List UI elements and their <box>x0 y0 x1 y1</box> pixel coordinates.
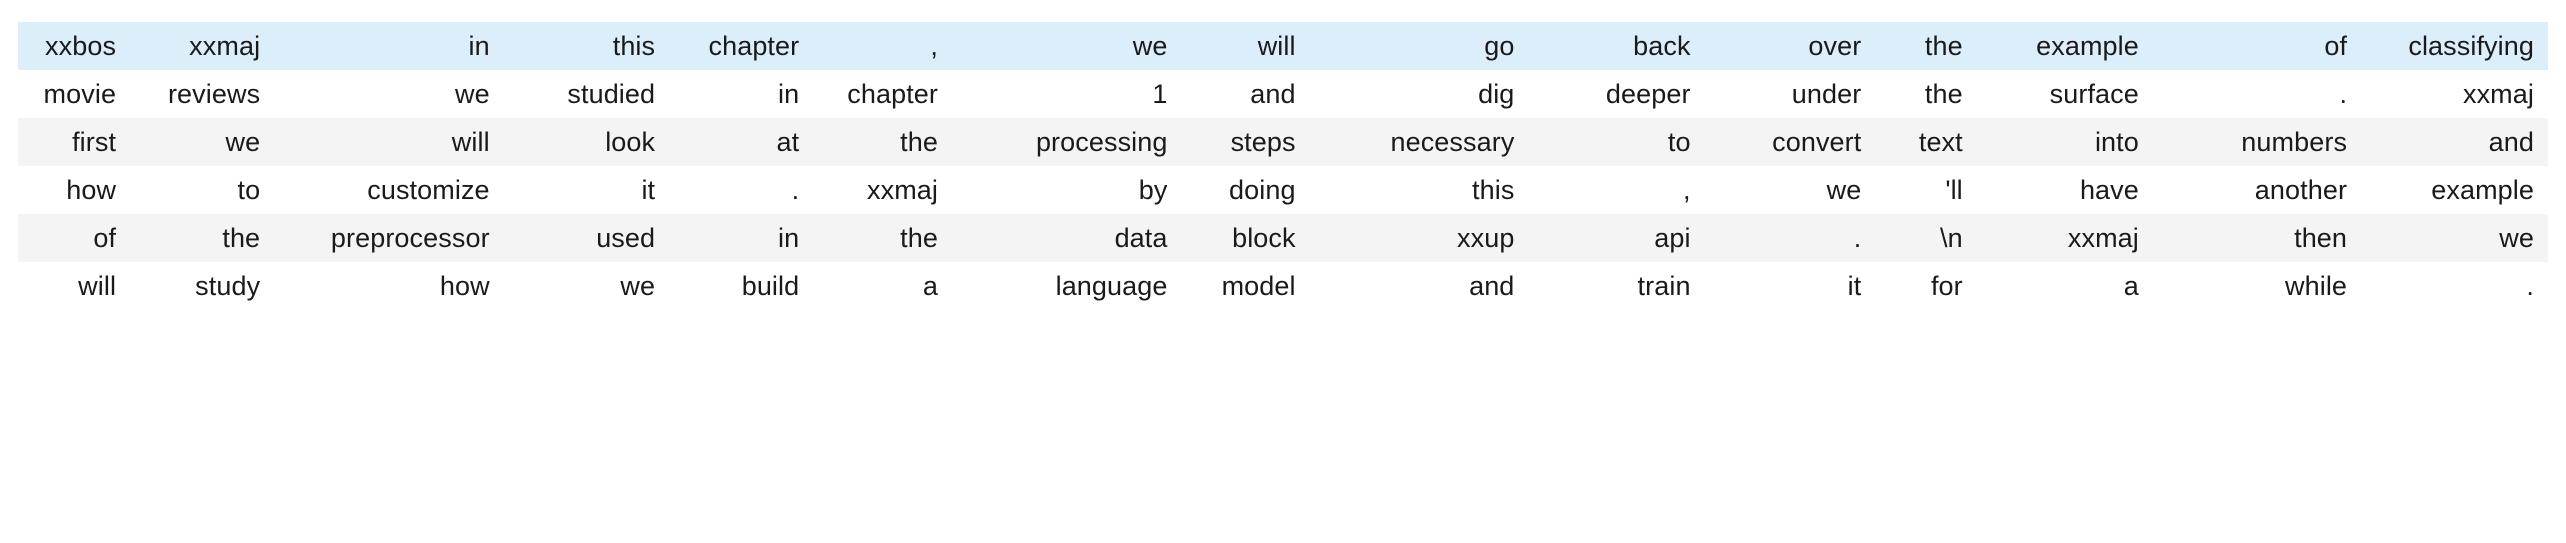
token-cell: the <box>813 118 953 166</box>
token-cell: back <box>1528 22 1705 70</box>
token-cell: movie <box>18 70 131 118</box>
token-cell: will <box>18 262 131 310</box>
token-cell: it <box>503 166 670 214</box>
token-cell: the <box>813 214 953 262</box>
token-cell: under <box>1704 70 1876 118</box>
token-cell: surface <box>1976 70 2153 118</box>
token-cell: then <box>2152 214 2362 262</box>
token-cell: another <box>2152 166 2362 214</box>
token-cell: we <box>274 70 504 118</box>
token-cell: build <box>669 262 814 310</box>
token-cell: example <box>2361 166 2548 214</box>
token-cell: the <box>1875 22 1977 70</box>
token-cell: in <box>669 214 814 262</box>
token-cell: we <box>1704 166 1876 214</box>
token-cell: at <box>669 118 814 166</box>
token-cell: in <box>669 70 814 118</box>
token-cell: we <box>130 118 275 166</box>
token-cell: go <box>1309 22 1529 70</box>
token-cell: we <box>503 262 670 310</box>
token-cell: this <box>503 22 670 70</box>
token-cell: steps <box>1181 118 1310 166</box>
token-cell: xxup <box>1309 214 1529 262</box>
token-cell: of <box>2152 22 2362 70</box>
token-cell: by <box>952 166 1182 214</box>
token-cell: chapter <box>669 22 814 70</box>
token-cell: in <box>274 22 504 70</box>
token-cell: xxmaj <box>2361 70 2548 118</box>
token-cell: how <box>18 166 131 214</box>
token-cell: . <box>669 166 814 214</box>
token-cell: the <box>1875 70 1977 118</box>
token-cell: doing <box>1181 166 1310 214</box>
token-cell: . <box>1704 214 1876 262</box>
token-cell: we <box>952 22 1182 70</box>
token-cell: text <box>1875 118 1977 166</box>
token-cell: xxmaj <box>813 166 953 214</box>
token-cell: reviews <box>130 70 275 118</box>
token-cell: train <box>1528 262 1705 310</box>
token-cell: and <box>1181 70 1310 118</box>
token-cell: dig <box>1309 70 1529 118</box>
token-cell: language <box>952 262 1182 310</box>
token-cell: , <box>813 22 953 70</box>
token-cell: convert <box>1704 118 1876 166</box>
token-cell: data <box>952 214 1182 262</box>
token-cell: . <box>2361 262 2548 310</box>
token-cell: how <box>274 262 504 310</box>
token-cell: will <box>1181 22 1310 70</box>
token-cell: of <box>18 214 131 262</box>
token-cell: deeper <box>1528 70 1705 118</box>
token-cell: \n <box>1875 214 1977 262</box>
token-cell: api <box>1528 214 1705 262</box>
token-cell: have <box>1976 166 2153 214</box>
token-cell: necessary <box>1309 118 1529 166</box>
token-cell: first <box>18 118 131 166</box>
token-cell: preprocessor <box>274 214 504 262</box>
token-cell: into <box>1976 118 2153 166</box>
token-cell: , <box>1528 166 1705 214</box>
token-cell: numbers <box>2152 118 2362 166</box>
token-cell: we <box>2361 214 2548 262</box>
token-cell: it <box>1704 262 1876 310</box>
token-cell: customize <box>274 166 504 214</box>
token-cell: studied <box>503 70 670 118</box>
token-cell: xxmaj <box>130 22 275 70</box>
token-cell: a <box>813 262 953 310</box>
token-cell: processing <box>952 118 1182 166</box>
token-cell: and <box>1309 262 1529 310</box>
token-cell: . <box>2152 70 2362 118</box>
token-cell: 'll <box>1875 166 1977 214</box>
token-cell: this <box>1309 166 1529 214</box>
token-cell: model <box>1181 262 1310 310</box>
token-cell: will <box>274 118 504 166</box>
token-cell: over <box>1704 22 1876 70</box>
token-cell: example <box>1976 22 2153 70</box>
token-cell: xxmaj <box>1976 214 2153 262</box>
token-cell: the <box>130 214 275 262</box>
token-cell: chapter <box>813 70 953 118</box>
token-cell: to <box>130 166 275 214</box>
token-cell: for <box>1875 262 1977 310</box>
token-cell: a <box>1976 262 2153 310</box>
token-cell: classifying <box>2361 22 2548 70</box>
token-cell: 1 <box>952 70 1182 118</box>
token-cell: study <box>130 262 275 310</box>
token-cell: block <box>1181 214 1310 262</box>
token-cell: and <box>2361 118 2548 166</box>
token-cell: while <box>2152 262 2362 310</box>
token-cell: xxbos <box>18 22 131 70</box>
token-cell: used <box>503 214 670 262</box>
token-cell: to <box>1528 118 1705 166</box>
token-cell: look <box>503 118 670 166</box>
